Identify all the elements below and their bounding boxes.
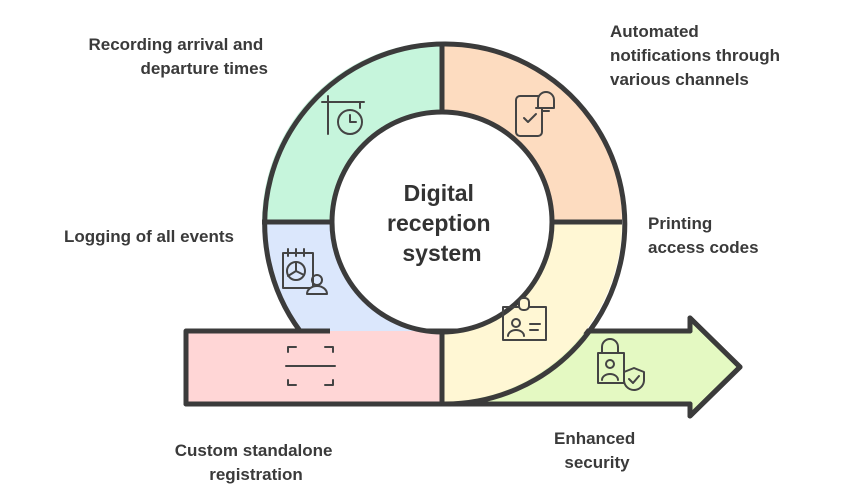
label-security: Enhanced security	[554, 429, 640, 472]
phone-bell-icon	[515, 91, 555, 137]
arrow-registration-section	[186, 331, 442, 404]
segment-printing	[442, 222, 622, 402]
lock-shield-icon	[597, 338, 645, 391]
label-notifications: Automated notifications through various …	[610, 22, 785, 89]
label-registration: Custom standalone registration	[175, 441, 337, 484]
calendar-chart-user-icon	[282, 248, 328, 295]
segment-recording	[262, 42, 442, 222]
center-title: Digital reception system	[387, 180, 497, 266]
segment-notifications	[442, 42, 622, 222]
scan-frame-icon	[285, 346, 336, 386]
label-printing: Printing access codes	[648, 214, 759, 257]
ring-outer	[262, 41, 628, 407]
label-recording: Recording arrival and departure times	[88, 35, 268, 78]
id-badge-icon	[502, 297, 547, 341]
clock-stand-icon	[321, 95, 365, 135]
label-logging: Logging of all events	[64, 227, 234, 246]
